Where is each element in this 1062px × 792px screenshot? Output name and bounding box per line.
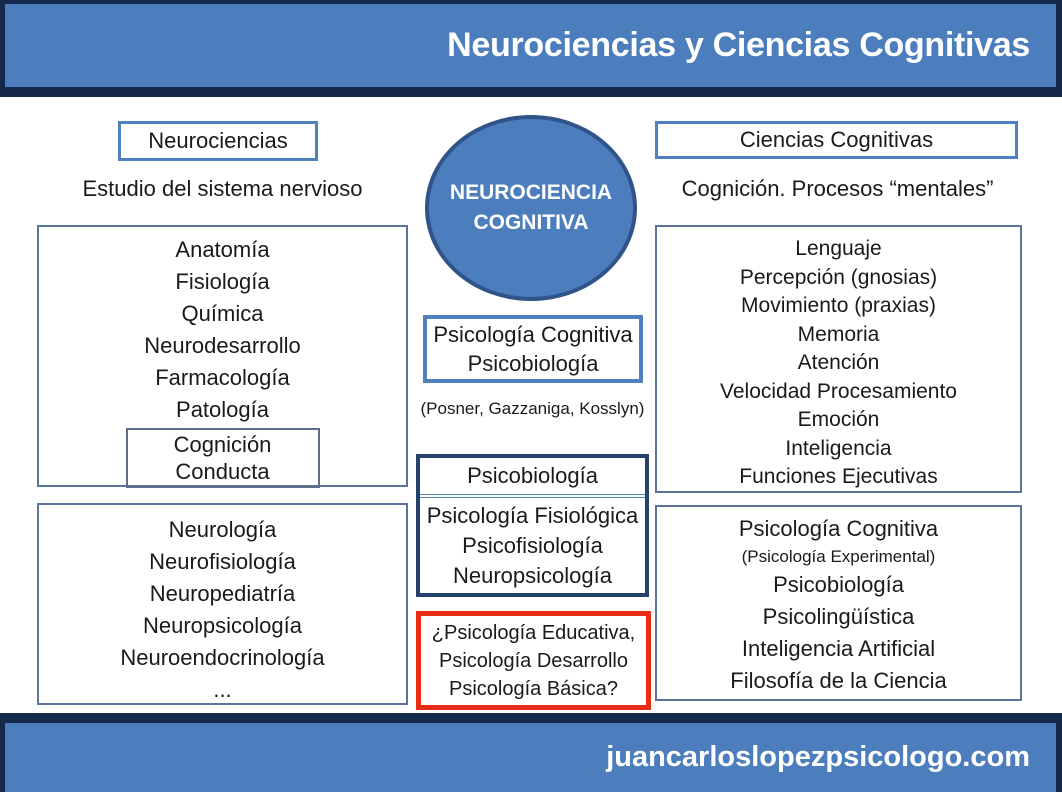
ciencias-cognitivas-label-box: Ciencias Cognitivas bbox=[655, 121, 1018, 159]
website-text: juancarloslopezpsicologo.com bbox=[606, 741, 1030, 773]
list-item: Psicofisiología bbox=[462, 533, 603, 558]
neurociencias-label-box: Neurociencias bbox=[118, 121, 318, 161]
list-item: Fisiología bbox=[175, 269, 270, 294]
list-item: Inteligencia bbox=[785, 436, 892, 460]
cognition-conduct-box: Cognición Conducta bbox=[125, 428, 320, 488]
psychobiology-box: Psicobiología Psicología Fisiológica Psi… bbox=[416, 454, 649, 597]
list-item: Neuropediatría bbox=[149, 581, 296, 606]
list-item: Farmacología bbox=[155, 365, 290, 390]
list-item: Cognición bbox=[173, 432, 272, 457]
question-line: Psicología Básica? bbox=[449, 677, 618, 700]
list-item: Psicología Cognitiva bbox=[738, 516, 939, 541]
list-item: Psicología Fisiológica bbox=[426, 503, 639, 528]
slide-title: Neurociencias y Ciencias Cognitivas bbox=[447, 26, 1030, 64]
list-item: Emoción bbox=[797, 408, 880, 431]
list-item: Anatomía bbox=[175, 237, 270, 262]
header-bar: Neurociencias y Ciencias Cognitivas bbox=[0, 0, 1062, 87]
list-item: ... bbox=[213, 677, 232, 702]
footer-bar: juancarloslopezpsicologo.com bbox=[0, 723, 1062, 792]
list-item: Neuropsicología bbox=[453, 563, 612, 588]
list-item: Psicobiología bbox=[467, 351, 599, 376]
cognitive-processes-box: Lenguaje Percepción (gnosias) Movimiento… bbox=[655, 225, 1022, 493]
list-item: Neurodesarrollo bbox=[144, 333, 301, 358]
list-item: Neurología bbox=[168, 517, 277, 542]
list-item: Atención bbox=[797, 351, 880, 374]
footer-accent-strip bbox=[0, 713, 1062, 723]
list-item: Inteligencia Artificial bbox=[741, 636, 936, 661]
list-item: Funciones Ejecutivas bbox=[739, 465, 938, 488]
question-line: Psicología Desarrollo bbox=[439, 649, 628, 672]
list-item: Filosofía de la Ciencia bbox=[730, 668, 947, 693]
list-item: (Psicología Experimental) bbox=[741, 547, 936, 566]
header-accent-strip bbox=[0, 87, 1062, 97]
list-item: Velocidad Procesamiento bbox=[720, 379, 957, 403]
list-item: Psicobiología bbox=[773, 572, 904, 597]
psychobiology-divider bbox=[420, 494, 645, 498]
list-item: Movimiento (praxias) bbox=[741, 294, 936, 317]
circle-line: COGNITIVA bbox=[473, 211, 589, 234]
list-item: Memoria bbox=[797, 322, 880, 346]
cognitivas-subtitle: Cognición. Procesos “mentales” bbox=[681, 176, 994, 201]
ciencias-cognitivas-label: Ciencias Cognitivas bbox=[739, 127, 934, 152]
question-box: ¿Psicología Educativa, Psicología Desarr… bbox=[416, 611, 651, 710]
list-item: Lenguaje bbox=[795, 237, 882, 260]
list-item: Patología bbox=[176, 397, 269, 422]
list-item: Neuropsicología bbox=[143, 613, 302, 638]
list-item: Psicología Cognitiva bbox=[433, 322, 633, 347]
psychobiology-box-title: Psicobiología bbox=[467, 463, 598, 488]
list-item: Neurofisiología bbox=[149, 549, 296, 574]
neurociencias-label: Neurociencias bbox=[148, 128, 288, 153]
circle-line: NEUROCIENCIA bbox=[449, 181, 613, 204]
list-item: Psicolingüística bbox=[762, 604, 915, 629]
list-item: Conducta bbox=[175, 459, 270, 484]
list-item: Neuroendocrinología bbox=[120, 645, 325, 670]
question-line: ¿Psicología Educativa, bbox=[431, 621, 636, 644]
cognitive-psychology-psychobiology-box: Psicología Cognitiva Psicobiología bbox=[423, 315, 643, 383]
neurociencias-subtitle: Estudio del sistema nervioso bbox=[82, 176, 363, 201]
clinical-neurosciences-box: Neurología Neurofisiología Neuropediatrí… bbox=[37, 503, 408, 705]
list-item: Percepción (gnosias) bbox=[739, 265, 938, 289]
neuroscience-disciplines-box: Anatomía Fisiología Química Neurodesarro… bbox=[37, 225, 408, 488]
list-item: Química bbox=[181, 301, 264, 326]
neurociencia-cognitiva-circle: NEUROCIENCIA COGNITIVA bbox=[425, 115, 637, 301]
authors-note: (Posner, Gazzaniga, Kosslyn) bbox=[420, 399, 645, 418]
cognitive-fields-box: Psicología Cognitiva (Psicología Experim… bbox=[655, 505, 1022, 701]
